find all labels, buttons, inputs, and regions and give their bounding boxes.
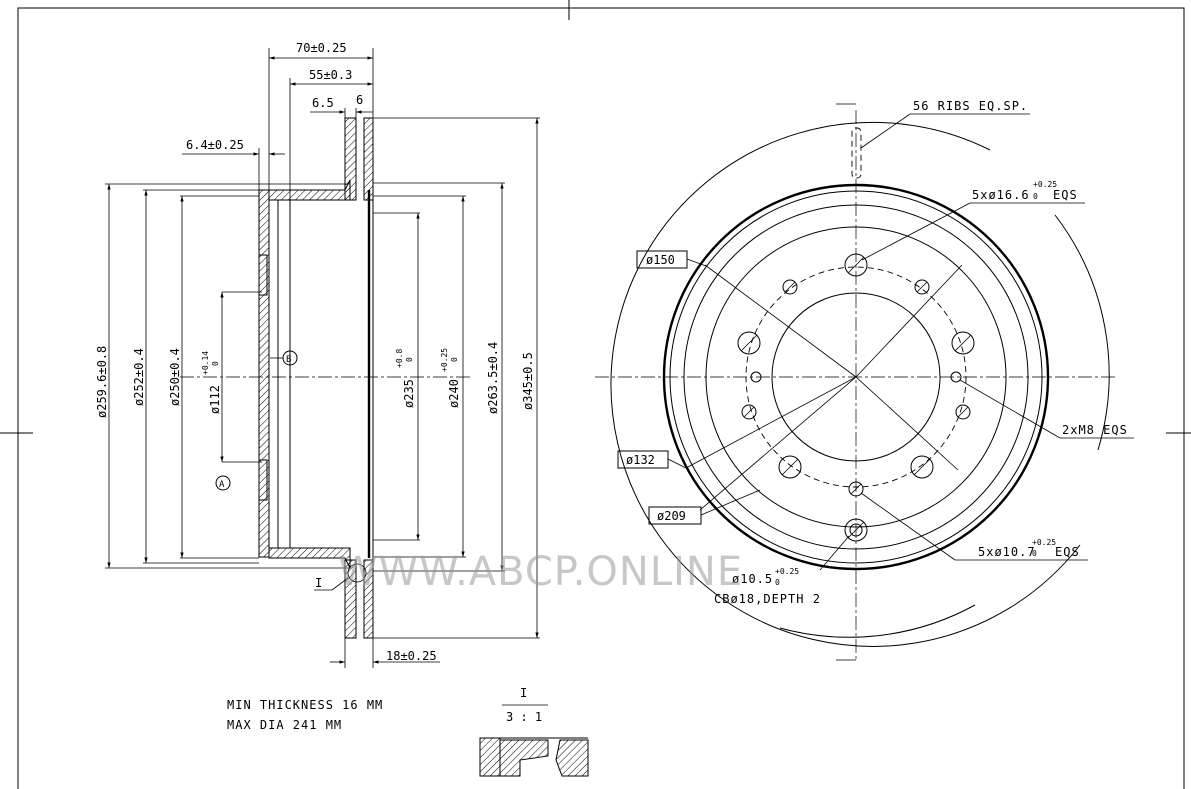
label-hole-10-5: ø10.5 — [732, 572, 773, 586]
dim-d252: ø252±0.4 — [132, 348, 146, 406]
center-bore — [771, 292, 941, 462]
dim-d235-tol-up: +0.8 — [395, 349, 404, 368]
svg-text:EQS: EQS — [1053, 188, 1078, 202]
dim-d263-5: ø263.5±0.4 — [486, 342, 500, 414]
label-holes-10-7: 5xø10.7 — [978, 545, 1036, 559]
dim-w-6-5: 6.5 — [312, 96, 334, 110]
detail-ref-i: I — [315, 576, 322, 590]
svg-text:+0.25: +0.25 — [775, 567, 799, 576]
note-max-dia: MAX DIA 241 MM — [227, 718, 342, 732]
svg-text:0: 0 — [775, 578, 780, 587]
bolt-holes-10-7 — [741, 279, 971, 497]
detail-scale: 3 : 1 — [506, 710, 542, 724]
dim-w-6: 6 — [356, 93, 363, 107]
dim-offset-6-4: 6.4±0.25 — [186, 138, 244, 152]
label-d132: ø132 — [626, 453, 655, 467]
watermark-text: WWW.ABCP.ONLINE — [338, 549, 743, 595]
counterbore-hole — [844, 518, 868, 542]
pcd-dashed-circle — [745, 266, 967, 488]
detail-i-view: I 3 : 1 — [479, 686, 589, 777]
friction-ring-outer — [662, 183, 1050, 571]
datum-b-marker — [282, 350, 298, 366]
dim-d240-tol-up: +0.25 — [440, 348, 449, 372]
dim-d112-tol-lo: 0 — [211, 361, 220, 366]
svg-text:EQS: EQS — [1055, 545, 1080, 559]
dim-d240-tol-lo: 0 — [450, 357, 459, 362]
label-m8: 2xM8 EQS — [1062, 423, 1128, 437]
rotor-upper-section — [344, 117, 357, 201]
svg-text:0: 0 — [1033, 192, 1038, 201]
hat-top-wall — [268, 179, 351, 201]
dim-width-55: 55±0.3 — [309, 68, 352, 82]
label-holes-16-6: 5xø16.6 — [972, 188, 1030, 202]
label-d209: ø209 — [657, 509, 686, 523]
dim-d345: ø345±0.5 — [521, 352, 535, 410]
side-section-view: ø259.6±0.8 ø252±0.4 ø250±0.4 ø112 +0.14 … — [95, 41, 540, 668]
dim-d112: ø112 — [208, 385, 222, 414]
notes-block: MIN THICKNESS 16 MM MAX DIA 241 MM — [227, 698, 383, 732]
label-counterbore: CBø18,DEPTH 2 — [714, 592, 821, 606]
hub-outer-circle — [705, 226, 1007, 528]
detail-label: I — [520, 686, 527, 700]
m8-hole-right — [950, 371, 962, 383]
label-d150: ø150 — [646, 253, 675, 267]
svg-text:+0.25: +0.25 — [1032, 538, 1056, 547]
datum-a-marker — [215, 475, 231, 491]
dim-thickness-18: 18±0.25 — [386, 649, 437, 663]
dim-d240: ø240 — [447, 379, 461, 408]
svg-text:+0.25: +0.25 — [1033, 180, 1057, 189]
rib-slot — [851, 127, 862, 179]
hat-back-wall — [258, 189, 270, 558]
rotor-lower-section — [344, 559, 357, 639]
dim-d250: ø250±0.4 — [168, 348, 182, 406]
note-min-thickness: MIN THICKNESS 16 MM — [227, 698, 383, 712]
datum-b-label: B — [286, 355, 291, 365]
front-view: 56 RIBS EQ.SP. 5xø16.6 +0.25 0 EQS ø150 … — [595, 99, 1134, 661]
svg-text:0: 0 — [1032, 549, 1037, 558]
dim-d235-tol-lo: 0 — [405, 357, 414, 362]
datum-a-label: A — [219, 480, 225, 490]
label-ribs: 56 RIBS EQ.SP. — [913, 99, 1028, 113]
m8-hole-left — [750, 371, 762, 383]
dim-d112-tol-up: +0.14 — [201, 351, 210, 375]
dim-width-70: 70±0.25 — [296, 41, 347, 55]
dim-d235: ø235 — [402, 379, 416, 408]
bolt-holes-16-6 — [737, 253, 975, 479]
dim-d259-6: ø259.6±0.8 — [95, 346, 109, 418]
